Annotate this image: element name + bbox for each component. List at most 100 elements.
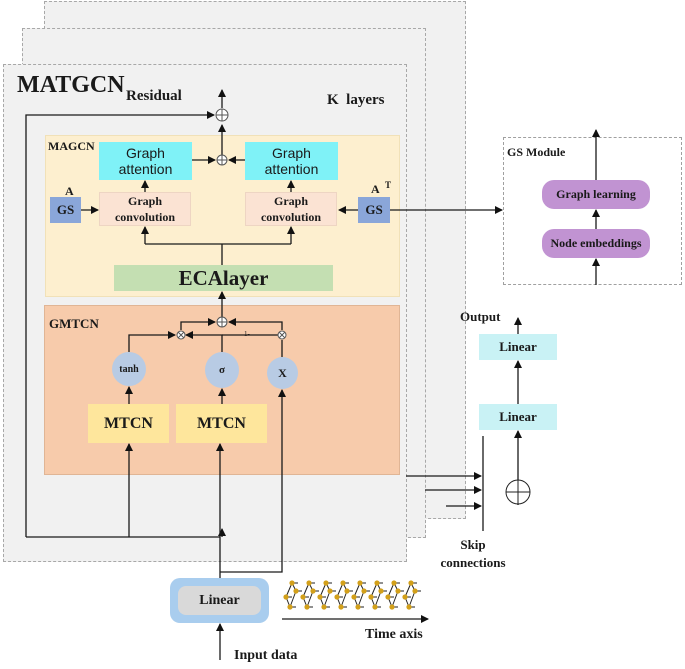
graph-node xyxy=(408,580,414,586)
graph-node xyxy=(323,580,329,586)
graph-edge xyxy=(302,582,310,598)
k-layers-label: K layers xyxy=(327,92,385,108)
gs-box-right: GS xyxy=(358,197,390,223)
graph-edge xyxy=(306,590,314,608)
graph-edge xyxy=(289,590,297,608)
graph-learning-pill: Graph learning xyxy=(542,180,650,209)
mtcn-right-label: MTCN xyxy=(197,414,246,432)
tanh-gate-label: tanh xyxy=(119,363,139,375)
graph-edge xyxy=(319,596,325,608)
graph-attention-right-label: Graph attention xyxy=(264,145,319,177)
output-sum-icon xyxy=(505,479,531,505)
graph-attention-left: Graph attention xyxy=(99,142,192,180)
graph-node xyxy=(357,580,363,586)
x-input-node: X xyxy=(267,357,298,389)
graph-convolution-left-label: Graph convolution xyxy=(114,194,175,224)
gs-box-right-label: GS xyxy=(365,202,383,217)
residual-label: Residual xyxy=(126,88,182,104)
graph-node xyxy=(317,594,323,600)
gmtcn-label: GMTCN xyxy=(49,316,99,331)
graph-node xyxy=(351,594,357,600)
graph-node xyxy=(327,588,333,594)
mtcn-left-label: MTCN xyxy=(104,414,153,432)
graph-edge xyxy=(325,582,331,592)
graph-snapshot xyxy=(402,580,421,610)
graph-node xyxy=(355,604,361,610)
graph-node xyxy=(385,594,391,600)
graph-edge xyxy=(353,596,359,608)
graph-edge xyxy=(342,582,348,592)
graph-node xyxy=(374,580,380,586)
graph-attention-left-label: Graph attention xyxy=(118,145,173,177)
eca-layer-label: ECAlayer xyxy=(178,265,269,290)
graph-node xyxy=(361,588,367,594)
graph-snapshot xyxy=(351,580,370,610)
graph-snapshot xyxy=(368,580,387,610)
graph-snapshot xyxy=(300,580,319,610)
time-axis-label: Time axis xyxy=(365,627,423,642)
graph-edge xyxy=(370,582,378,598)
graph-edge xyxy=(374,590,382,608)
graph-edge xyxy=(393,582,399,592)
input-linear-label: Linear xyxy=(199,592,240,608)
magcn-label: MAGCN xyxy=(48,139,95,153)
graph-edge xyxy=(308,582,314,592)
x-input-node-label: X xyxy=(278,365,287,380)
graph-learning-label: Graph learning xyxy=(556,187,636,201)
graph-edge xyxy=(336,596,342,608)
graph-node xyxy=(334,594,340,600)
input-linear-inner: Linear xyxy=(178,586,261,615)
linear-output-top: Linear xyxy=(479,334,557,360)
graph-node xyxy=(378,588,384,594)
graph-node xyxy=(340,580,346,586)
graph-convolution-left: Graph convolution xyxy=(99,192,191,226)
graph-edge xyxy=(302,596,308,608)
graph-edge xyxy=(408,590,416,608)
node-embeddings-pill: Node embeddings xyxy=(542,229,650,258)
mtcn-right: MTCN xyxy=(176,404,267,443)
model-title: MATGCN xyxy=(17,72,125,98)
graph-edge xyxy=(387,596,393,608)
skip-connections-label: Skip connections xyxy=(433,536,513,572)
graph-node xyxy=(289,580,295,586)
linear-output-top-label: Linear xyxy=(499,339,537,354)
graph-snapshot xyxy=(283,580,302,610)
graph-node xyxy=(321,604,327,610)
graph-node xyxy=(395,588,401,594)
skip-label-line2: connections xyxy=(440,555,506,570)
graph-attention-right: Graph attention xyxy=(245,142,338,180)
sigmoid-gate: σ xyxy=(205,352,239,388)
graph-edge xyxy=(387,582,395,598)
gs-module-label: GS Module xyxy=(507,145,566,159)
graph-edge xyxy=(285,596,291,608)
input-data-label: Input data xyxy=(234,648,298,663)
graph-snapshot xyxy=(385,580,404,610)
graph-edge xyxy=(359,582,365,592)
graph-node xyxy=(300,594,306,600)
adjacency-right-base: A xyxy=(371,182,380,196)
graph-node xyxy=(304,604,310,610)
graph-convolution-right-label: Graph convolution xyxy=(260,194,321,224)
sigmoid-gate-label: σ xyxy=(219,364,225,376)
skip-label-line1: Skip xyxy=(460,537,486,552)
graph-edge xyxy=(404,582,412,598)
graph-node xyxy=(406,604,412,610)
adjacency-label-right: A T xyxy=(371,180,391,197)
tanh-gate: tanh xyxy=(112,352,146,386)
input-linear-outer: Linear xyxy=(170,578,269,623)
time-series-graph xyxy=(283,580,421,610)
graph-edge xyxy=(336,582,344,598)
linear-output-bottom: Linear xyxy=(479,404,557,430)
graph-edge xyxy=(410,582,416,592)
node-embeddings-label: Node embeddings xyxy=(550,236,642,250)
graph-node xyxy=(283,594,289,600)
graph-convolution-right: Graph convolution xyxy=(245,192,337,226)
graph-edge xyxy=(370,596,376,608)
graph-edge xyxy=(291,582,297,592)
gs-box-left: GS xyxy=(50,197,81,223)
graph-edge xyxy=(340,590,348,608)
graph-snapshot xyxy=(317,580,336,610)
adjacency-right-transpose: T xyxy=(385,180,392,190)
graph-node xyxy=(293,588,299,594)
graph-edge xyxy=(285,582,293,598)
